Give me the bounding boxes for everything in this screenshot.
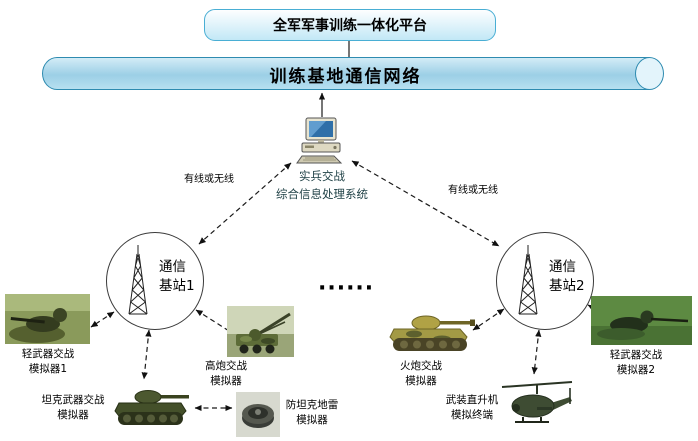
tank-weapon-sim-label: 坦克武器交战 模拟器 <box>41 394 105 422</box>
edge-station2-artillery <box>472 308 505 331</box>
soldier-photo <box>591 296 692 345</box>
edge-station2-helicopter <box>531 329 542 375</box>
edge-station1-light-weapon-1 <box>90 311 115 328</box>
ellipsis: ······ <box>318 276 375 301</box>
base-station-2-label: 通信 基站2 <box>549 259 585 294</box>
base-station-1-node: 通信 基站1 <box>106 232 204 330</box>
link-type-label-right: 有线或无线 <box>448 185 498 196</box>
network-label: 训练基地通信网络 <box>269 67 422 87</box>
anti-aircraft-gun-photo <box>227 306 294 357</box>
antitank-mine-sim-label: 防坦克地雷 模拟器 <box>285 399 339 427</box>
attack-helicopter-photo <box>499 376 576 436</box>
cylinder-cap <box>635 57 664 90</box>
processor-label: 实兵交战 综合信息处理系统 <box>276 169 368 201</box>
network-backbone-node: 训练基地通信网络 <box>42 57 664 90</box>
platform-node: 全军军事训练一体化平台 <box>204 9 496 41</box>
antenna-tower-icon <box>511 244 545 322</box>
helicopter-terminal-label: 武装直升机 模拟终端 <box>445 394 499 422</box>
artillery-sim-label: 火炮交战 模拟器 <box>400 360 442 388</box>
light-weapon-sim-1-label: 轻武器交战 模拟器1 <box>21 348 75 376</box>
tank-photo <box>111 382 191 430</box>
link-type-label-left: 有线或无线 <box>184 174 234 185</box>
edge-station1-tank <box>141 329 152 380</box>
platform-label: 全军军事训练一体化平台 <box>273 18 427 34</box>
desktop-computer-icon <box>296 117 346 169</box>
antenna-tower-icon <box>121 244 155 322</box>
soldier-photo <box>5 294 90 344</box>
base-station-2-node: 通信 基站2 <box>496 232 594 330</box>
mine-photo <box>236 392 280 437</box>
aa-gun-sim-label: 高炮交战 模拟器 <box>205 360 247 388</box>
cylinder-body <box>42 57 649 90</box>
light-weapon-sim-2-label: 轻武器交战 模拟器2 <box>609 349 663 377</box>
base-station-1-label: 通信 基站1 <box>159 259 195 294</box>
artillery-photo <box>386 306 477 357</box>
